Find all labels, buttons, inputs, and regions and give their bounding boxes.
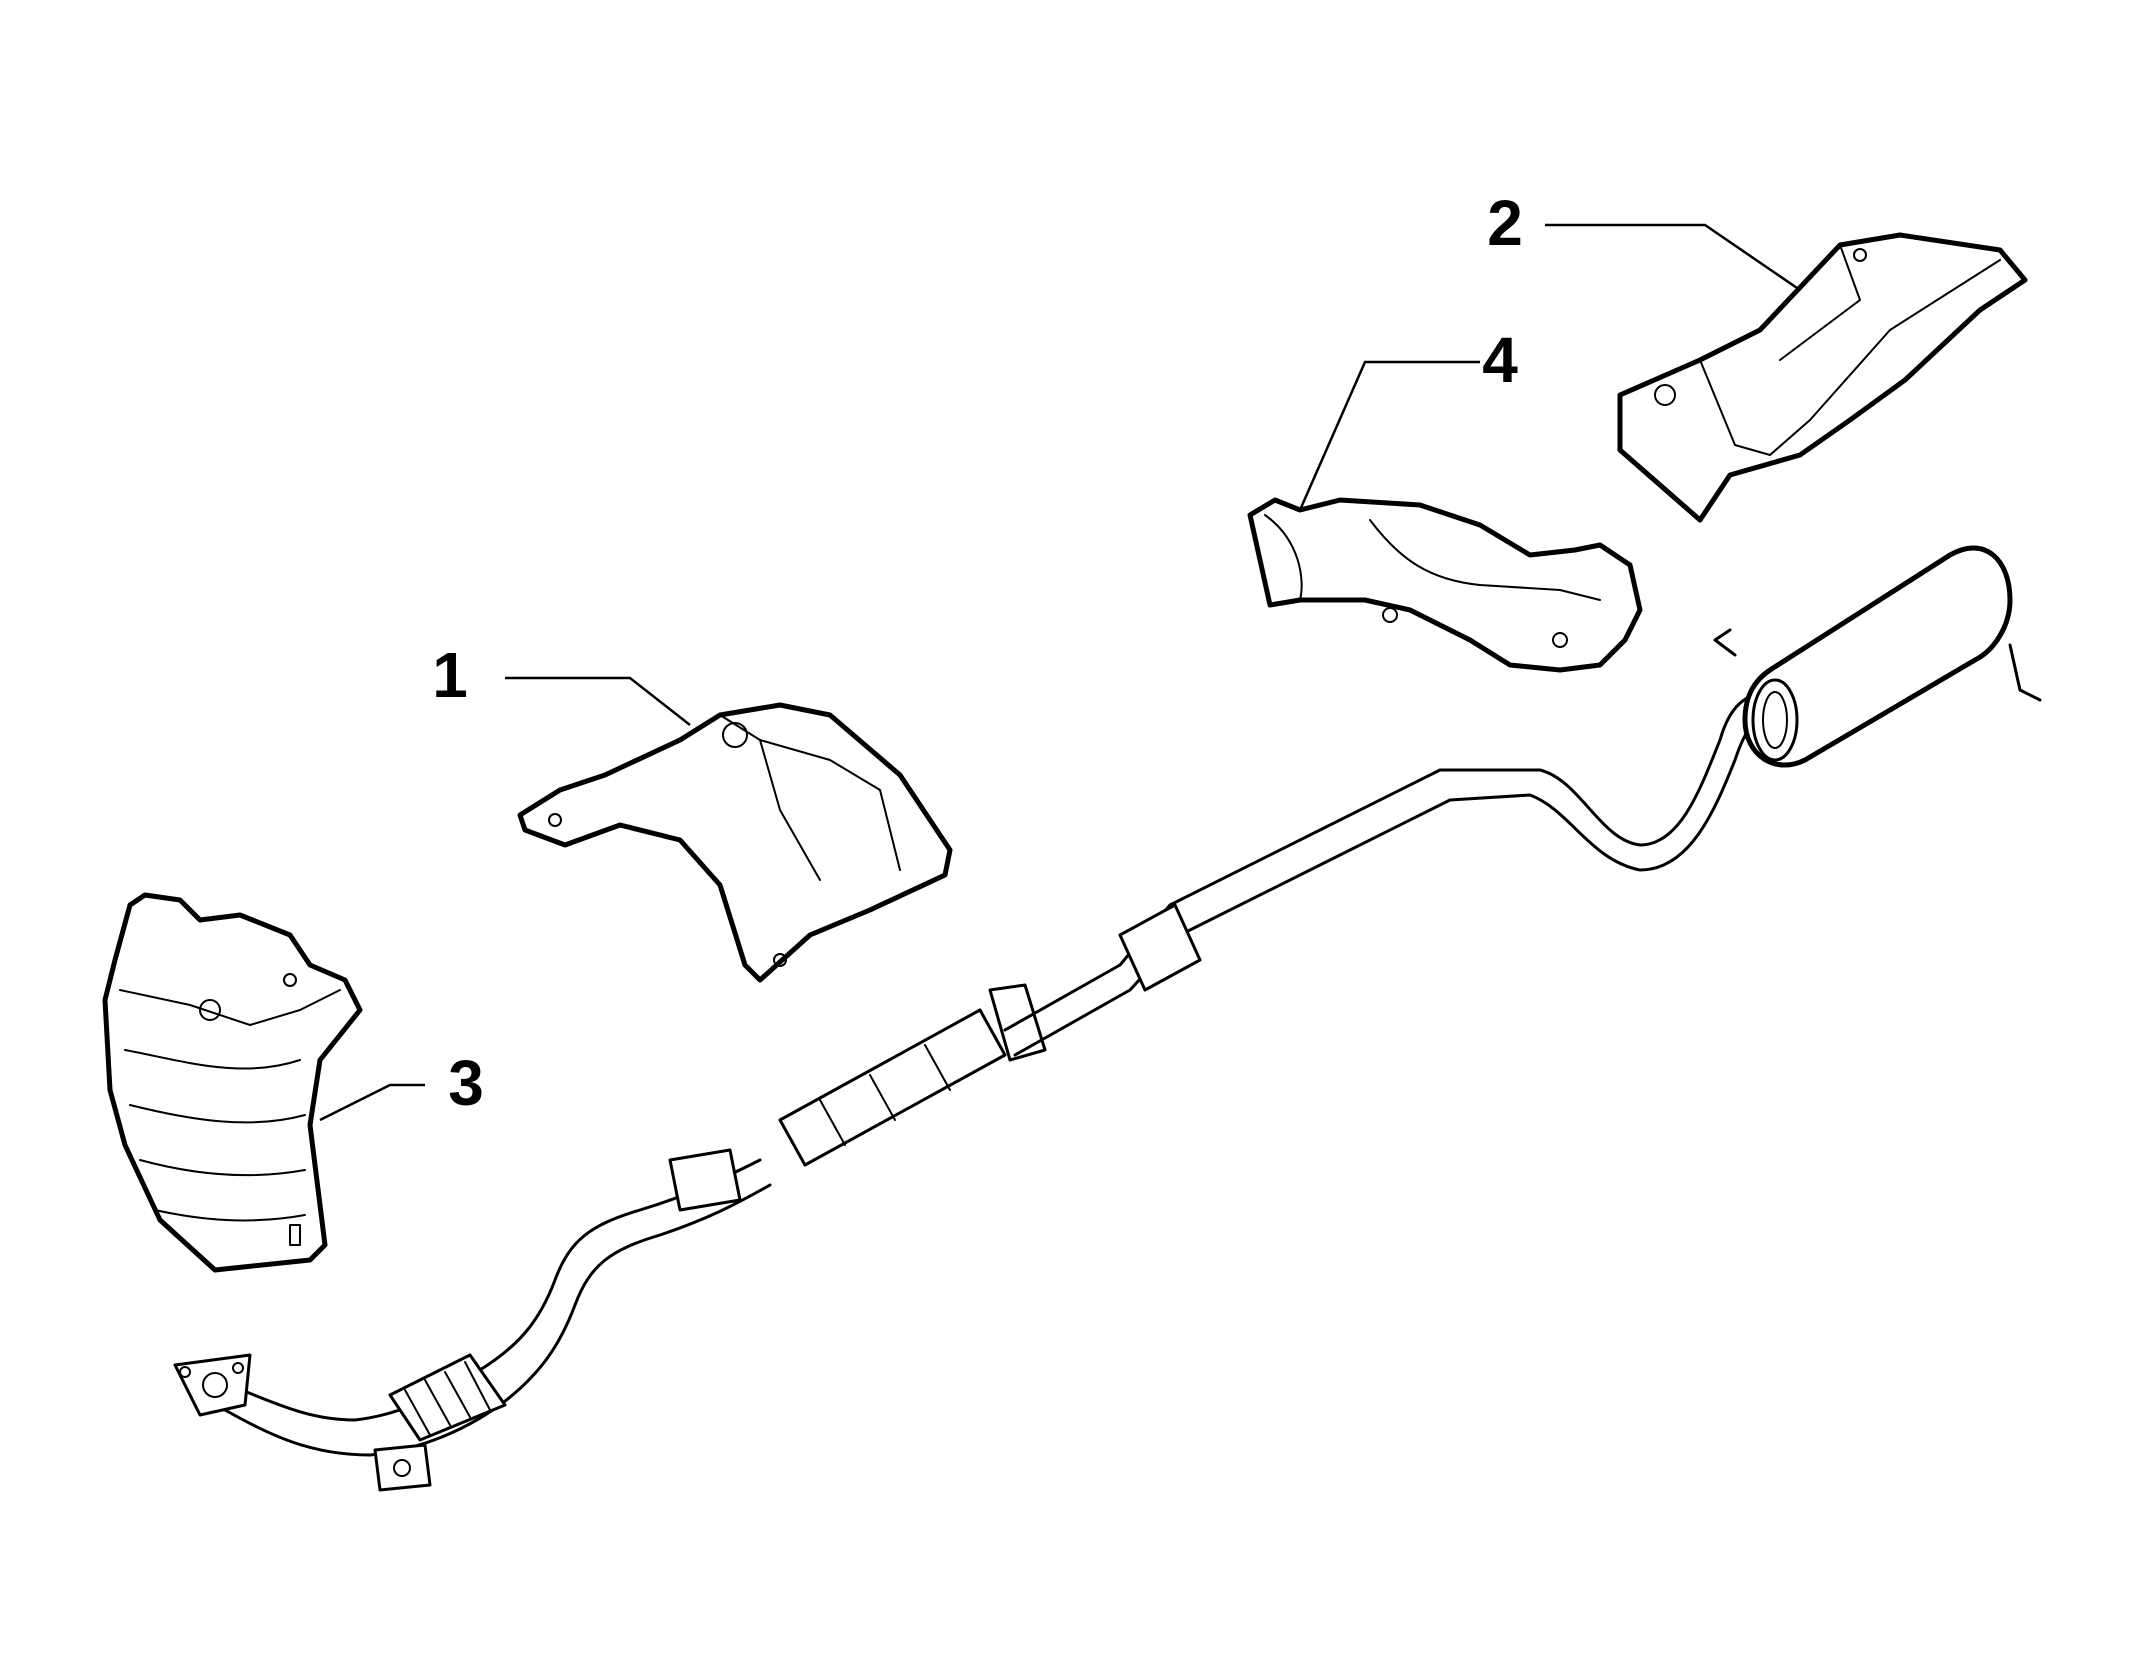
callout-label-1: 1 (432, 639, 468, 711)
leader-line-2 (1545, 223, 1801, 292)
leader-line-4 (1298, 360, 1480, 511)
leader-line-1 (505, 676, 691, 726)
exhaust-pipe-assembly (173, 545, 2042, 1492)
heat-shield-part-1 (517, 702, 953, 983)
callout-2: 2 (1487, 187, 1801, 292)
heat-shield-part-3 (102, 892, 363, 1273)
heat-shield-part-2 (1617, 232, 2028, 523)
callout-label-2: 2 (1487, 187, 1523, 259)
callout-1: 1 (432, 639, 691, 726)
callout-3: 3 (319, 1047, 484, 1122)
callout-label-3: 3 (448, 1047, 484, 1119)
heat-shield-part-4 (1247, 497, 1643, 673)
callout-4: 4 (1298, 324, 1518, 511)
callout-label-4: 4 (1482, 324, 1518, 396)
leader-line-3 (319, 1083, 425, 1122)
